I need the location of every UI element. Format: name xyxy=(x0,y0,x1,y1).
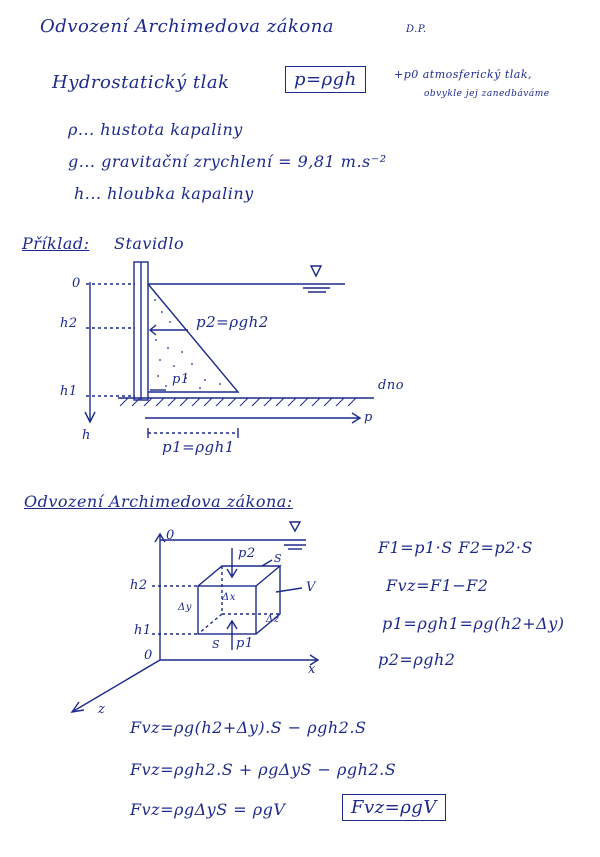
author-initials: D.P. xyxy=(406,24,427,35)
sluice-label-p1: p1 xyxy=(172,372,190,387)
box-label-s-bottom: S xyxy=(212,638,221,651)
sluice-label-p-axis: p xyxy=(364,410,373,425)
derivation-heading: Odvození Archimedova zákona: xyxy=(24,492,293,511)
box-label-zero-bottom: 0 xyxy=(144,648,153,663)
def-density: ρ... hustota kapaliny xyxy=(68,120,243,139)
sluice-label-p1-formula: p1=ρgh1 xyxy=(162,438,235,456)
sluice-label-h: h xyxy=(82,428,91,443)
eq-step-3: Fvz=ρgΔyS = ρgV xyxy=(130,800,286,819)
eq-step-2: Fvz=ρgh2.S + ρgΔyS − ρgh2.S xyxy=(130,760,397,779)
example-heading: Příklad: xyxy=(22,234,90,253)
box-label-p1: p1 xyxy=(236,636,254,651)
hydro-note-atm: +p0 atmosferický tlak, xyxy=(394,68,532,81)
sluice-label-h1: h1 xyxy=(60,384,78,399)
page-title: Odvození Archimedova zákona xyxy=(40,16,335,37)
eq-buoyancy-diff: Fvz=F1−F2 xyxy=(386,576,489,595)
box-label-h1: h1 xyxy=(134,623,152,638)
sluice-label-p2: p2=ρgh2 xyxy=(196,313,269,331)
hydro-label: Hydrostatický tlak xyxy=(52,72,230,93)
box-label-s-top: S xyxy=(274,552,283,565)
eq-forces: F1=p1·S F2=p2·S xyxy=(378,538,533,557)
box-label-dx: Δx xyxy=(222,592,236,603)
box-label-h2: h2 xyxy=(130,578,148,593)
eq-p1: p1=ρgh1=ρg(h2+Δy) xyxy=(382,614,565,633)
example-subject: Stavidlo xyxy=(114,234,185,253)
box-label-v: V xyxy=(306,580,316,595)
def-gravity: g... gravitační zrychlení = 9,81 m.s⁻² xyxy=(68,152,387,171)
result-formula-box: Fvz=ρgV xyxy=(342,794,446,821)
hydro-formula-box: p=ρgh xyxy=(285,66,366,93)
sluice-label-zero: 0 xyxy=(72,276,81,291)
eq-p2: p2=ρgh2 xyxy=(378,650,456,669)
axis-label-z: z xyxy=(98,702,106,717)
sluice-label-h2: h2 xyxy=(60,316,78,331)
box-label-p2: p2 xyxy=(238,546,256,561)
axis-label-x: x xyxy=(308,662,316,677)
eq-step-1: Fvz=ρg(h2+Δy).S − ρgh2.S xyxy=(130,718,367,737)
box-label-dy: Δy xyxy=(178,602,192,613)
hydro-note-neglect: obvykle jej zanedbáváme xyxy=(424,89,550,99)
sluice-label-bottom: dno xyxy=(378,378,405,393)
box-label-zero-top: 0 xyxy=(166,528,175,543)
def-depth: h... hloubka kapaliny xyxy=(74,184,254,203)
box-label-dz: Δz xyxy=(266,614,280,625)
